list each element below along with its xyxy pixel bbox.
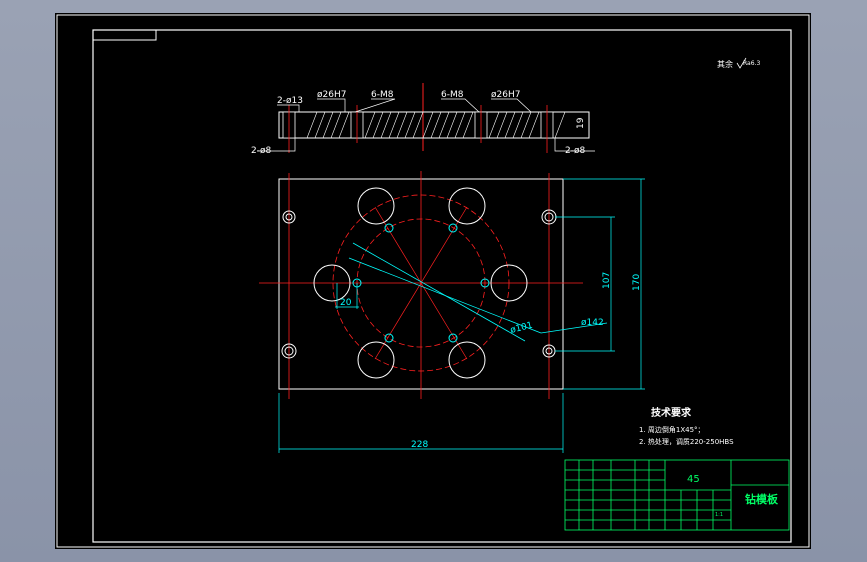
label-d26h7-left: ø26H7 — [317, 90, 346, 100]
scale-label: 1:1 — [715, 512, 723, 518]
label-228: 228 — [411, 440, 428, 450]
label-thickness: 19 — [576, 117, 586, 129]
offset-dim — [335, 283, 359, 309]
cad-viewport[interactable]: 其余 Ra6.3 — [55, 13, 811, 549]
label-d26h7-right: ø26H7 — [491, 90, 520, 100]
label-offset: 20 — [340, 298, 352, 308]
section-hatching — [306, 111, 566, 139]
surface-value: Ra6.3 — [743, 60, 760, 67]
section-leaders — [257, 98, 595, 152]
cad-drawing: 其余 Ra6.3 — [56, 14, 810, 548]
radial-lines — [374, 206, 468, 360]
label-d101: ø101 — [509, 321, 533, 336]
small-holes — [352, 223, 490, 343]
label-2-d8-right: 2-ø8 — [565, 146, 585, 156]
part-name: 钻模板 — [745, 492, 779, 506]
surface-note: 其余 — [717, 59, 733, 69]
plan-centerlines — [259, 171, 583, 399]
label-6-m8-left: 6-M8 — [371, 90, 394, 100]
corner-holes — [281, 209, 557, 359]
outer-border — [56, 14, 810, 548]
tech-req-title: 技术要求 — [651, 406, 692, 419]
label-2-d13: 2-ø13 — [277, 96, 303, 106]
height-dims — [555, 178, 645, 390]
diameter-leaders — [348, 242, 608, 342]
label-170: 170 — [632, 274, 642, 291]
material-label: 45 — [687, 474, 700, 485]
title-block — [564, 459, 790, 531]
label-d142: ø142 — [581, 318, 604, 328]
tech-req-item1: 1. 周边倒角1X45°； — [639, 425, 705, 434]
section-outline — [278, 111, 590, 139]
bolt-circle-large — [332, 194, 510, 372]
corner-tag — [92, 29, 157, 41]
inner-border — [92, 29, 792, 543]
label-107: 107 — [602, 272, 612, 289]
tech-req-item2: 2. 热处理，调质220-250HBS — [639, 437, 734, 446]
plan-view: ø101 ø142 20 107 170 228 — [259, 171, 645, 453]
section-view: 2-ø13 ø26H7 6-M8 6-M8 ø26H7 2-ø8 2-ø8 19 — [251, 83, 595, 156]
width-dim — [278, 393, 564, 453]
roughness-symbol-icon — [736, 57, 747, 69]
label-6-m8-right: 6-M8 — [441, 90, 464, 100]
label-2-d8-left: 2-ø8 — [251, 146, 271, 156]
large-holes — [313, 187, 528, 379]
